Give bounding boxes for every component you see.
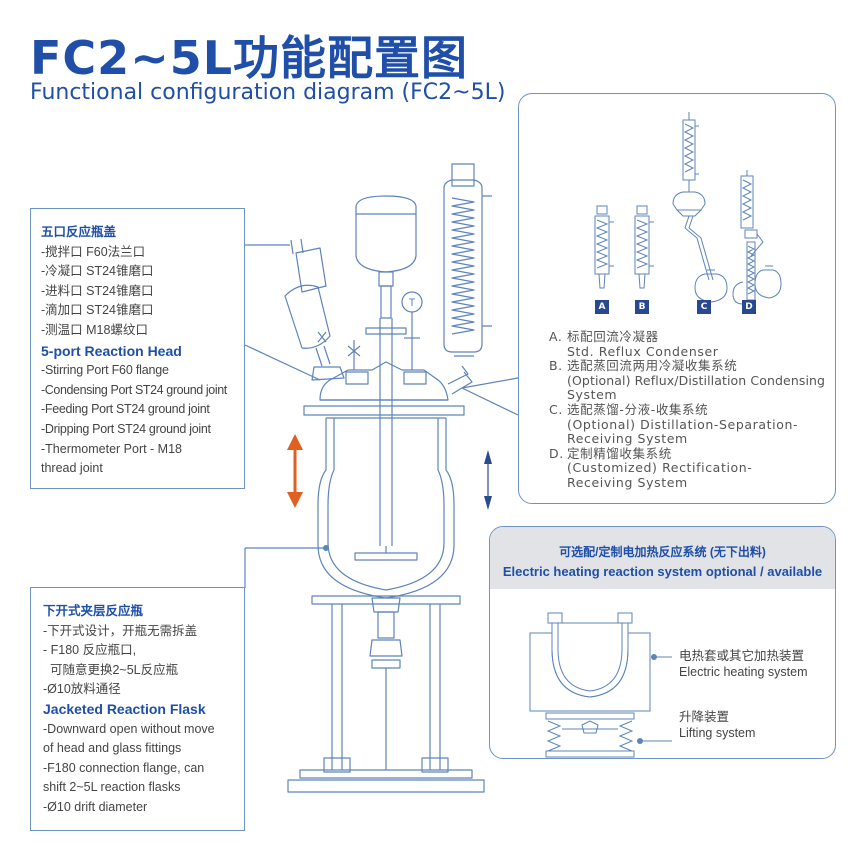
thermometer-label: T [409, 297, 416, 309]
flask-line-en: -F180 connection flange, can [43, 760, 205, 775]
option-zh: 选配蒸回流两用冷凝收集系统 [567, 358, 738, 374]
option-key: A. [549, 329, 563, 344]
condenser-option-list: A. 标配回流冷凝器 Std. Reflux Condenser B. 选配蒸回… [549, 329, 826, 491]
option-en: (Optional) Distillation-Separation- [567, 416, 799, 432]
condenser-joint [451, 163, 475, 187]
flask-title-en: Jacketed Reaction Flask [43, 700, 206, 717]
flask-line-en: -Ø10 drift diameter [43, 799, 148, 814]
condenser-b [634, 205, 654, 289]
head-line-zh: -搅拌口 F60法兰口 [41, 244, 146, 259]
lift-label-zh: 升降装置 [679, 710, 730, 724]
jacketed-flask [317, 418, 455, 599]
head-title-en: 5-port Reaction Head [41, 342, 182, 359]
option-en: (Customized) Rectification- [567, 460, 753, 476]
option-en: System [567, 387, 618, 403]
condenser-label-a: A [595, 300, 609, 314]
reaction-head-info: 五口反应瓶盖 -搅拌口 F60法兰口 -冷凝口 ST24锥磨口 -进料口 ST2… [30, 208, 245, 489]
condenser-label-b: B [635, 300, 649, 314]
condenser-options-drawing [594, 112, 782, 305]
option-zh: 定制精馏收集系统 [567, 445, 672, 461]
head-line-en: -Condensing Port ST24 ground joint [41, 382, 227, 397]
lift-knob [581, 720, 599, 734]
condenser-d [732, 170, 782, 305]
option-en: Receiving System [567, 474, 688, 490]
option-key: C. [549, 401, 563, 417]
condenser-label-c: C [697, 300, 711, 314]
heating-title-zh: 可选配/定制电加热反应系统 (无下出料) [559, 545, 766, 559]
flange [303, 405, 465, 416]
option-item: D. 定制精馏收集系统 [549, 445, 825, 462]
electric-heating-panel: 可选配/定制电加热反应系统 (无下出料) Electric heating re… [489, 526, 836, 759]
feeding-funnel [295, 247, 327, 293]
flask-line-zh: 可随意更换2~5L反应瓶 [43, 662, 179, 677]
head-line-zh: -冷凝口 ST24锥磨口 [41, 264, 154, 279]
condenser-a [594, 205, 614, 289]
lift-label-en: Lifting system [679, 726, 756, 740]
option-en: (Optional) Reflux/Distillation Condensin… [567, 372, 826, 388]
leader-condenser [461, 377, 519, 416]
option-key: B. [549, 358, 563, 374]
head-line-en: thread joint [41, 461, 103, 476]
flask-title-zh: 下开式夹层反应瓶 [43, 604, 144, 618]
condenser-label-d: D [742, 300, 756, 314]
heater-label-en: Electric heating system [679, 665, 808, 679]
heating-header: 可选配/定制电加热反应系统 (无下出料) Electric heating re… [490, 527, 835, 589]
flask-line-en: shift 2~5L reaction flasks [43, 780, 181, 795]
option-en: Receiving System [567, 431, 688, 447]
flask-line-en: of head and glass fittings [43, 741, 182, 756]
dropping-funnel [355, 195, 417, 273]
option-zh: 标配回流冷凝器 [567, 329, 659, 344]
double-arrow-blue [484, 450, 492, 510]
head-line-en: -Feeding Port ST24 ground joint [41, 402, 210, 417]
option-en: Std. Reflux Condenser [567, 343, 719, 359]
flask-line-zh: -下开式设计，开瓶无需拆盖 [43, 623, 198, 638]
leader-head [244, 344, 321, 381]
option-zh: 选配蒸馏-分液-收集系统 [567, 401, 709, 417]
reaction-head [319, 361, 449, 401]
jacketed-flask-info: 下开式夹层反应瓶 -下开式设计，开瓶无需拆盖 - F180 反应瓶口, 可随意更… [30, 587, 245, 831]
page-subtitle: Functional configuration diagram (FC2~5L… [30, 80, 506, 105]
head-line-zh: -滴加口 ST24锥磨口 [41, 303, 154, 318]
double-arrow-orange [287, 434, 303, 508]
head-line-zh: -测温口 M18螺纹口 [41, 322, 148, 337]
option-item: C. 选配蒸馏-分液-收集系统 [549, 401, 825, 418]
option-item: B. 选配蒸回流两用冷凝收集系统 [549, 359, 825, 374]
heater-label-zh: 电热套或其它加热装置 [679, 649, 805, 663]
flask-line-zh: - F180 反应瓶口, [43, 643, 137, 658]
head-line-zh: -进料口 ST24锥磨口 [41, 283, 154, 298]
option-item: A. 标配回流冷凝器 [549, 329, 825, 345]
option-key: D. [549, 445, 564, 461]
heating-title-en: Electric heating reaction system optiona… [502, 564, 823, 579]
head-line-en: -Thermometer Port - M18 [41, 441, 183, 456]
flask-line-zh: -Ø10放料通径 [43, 682, 121, 697]
head-line-en: -Stirring Port F60 flange [41, 363, 169, 378]
condenser-c [672, 112, 728, 303]
head-line-en: -Dripping Port ST24 ground joint [41, 421, 211, 436]
flask-line-en: -Downward open without move [43, 721, 215, 736]
reflux-condenser [443, 179, 483, 353]
condenser-options-panel: A B C D A. 标配回流冷凝器 Std. Reflux Condenser… [518, 93, 836, 504]
page-title: FC2~5L功能配置图 [30, 31, 469, 85]
heating-system-drawing [529, 612, 672, 758]
heating-mantle [529, 632, 651, 712]
head-title-zh: 五口反应瓶盖 [41, 225, 117, 239]
